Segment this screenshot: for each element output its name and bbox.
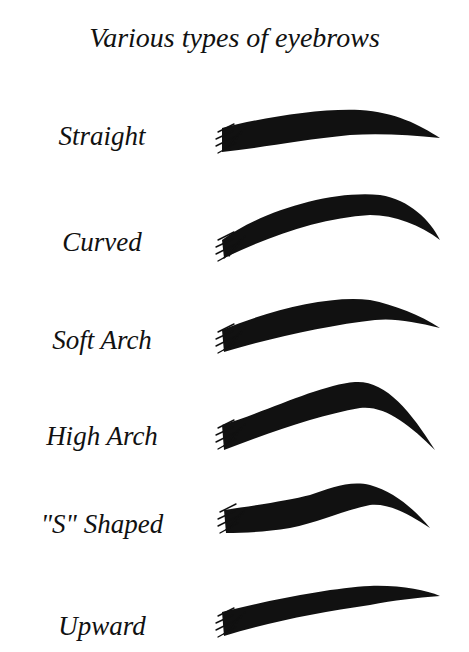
upward-eyebrow <box>222 586 440 636</box>
eyebrow-type-label: Soft Arch <box>2 325 202 356</box>
eyebrow-type-label: Upward <box>2 611 202 642</box>
s-shaped-eyebrow <box>224 483 430 533</box>
eyebrow-type-label: "S" Shaped <box>2 509 202 540</box>
soft-arch-eyebrow <box>222 299 440 352</box>
eyebrow-type-label: Curved <box>2 227 202 258</box>
straight-eyebrow <box>222 110 440 152</box>
eyebrow-type-label: Straight <box>2 121 202 152</box>
curved-eyebrow <box>222 194 440 258</box>
eyebrow-shapes <box>222 110 440 636</box>
page-title: Various types of eyebrows <box>0 22 469 54</box>
high-arch-eyebrow <box>222 382 435 450</box>
eyebrow-hairs <box>216 124 247 637</box>
eyebrow-type-label: High Arch <box>2 421 202 452</box>
